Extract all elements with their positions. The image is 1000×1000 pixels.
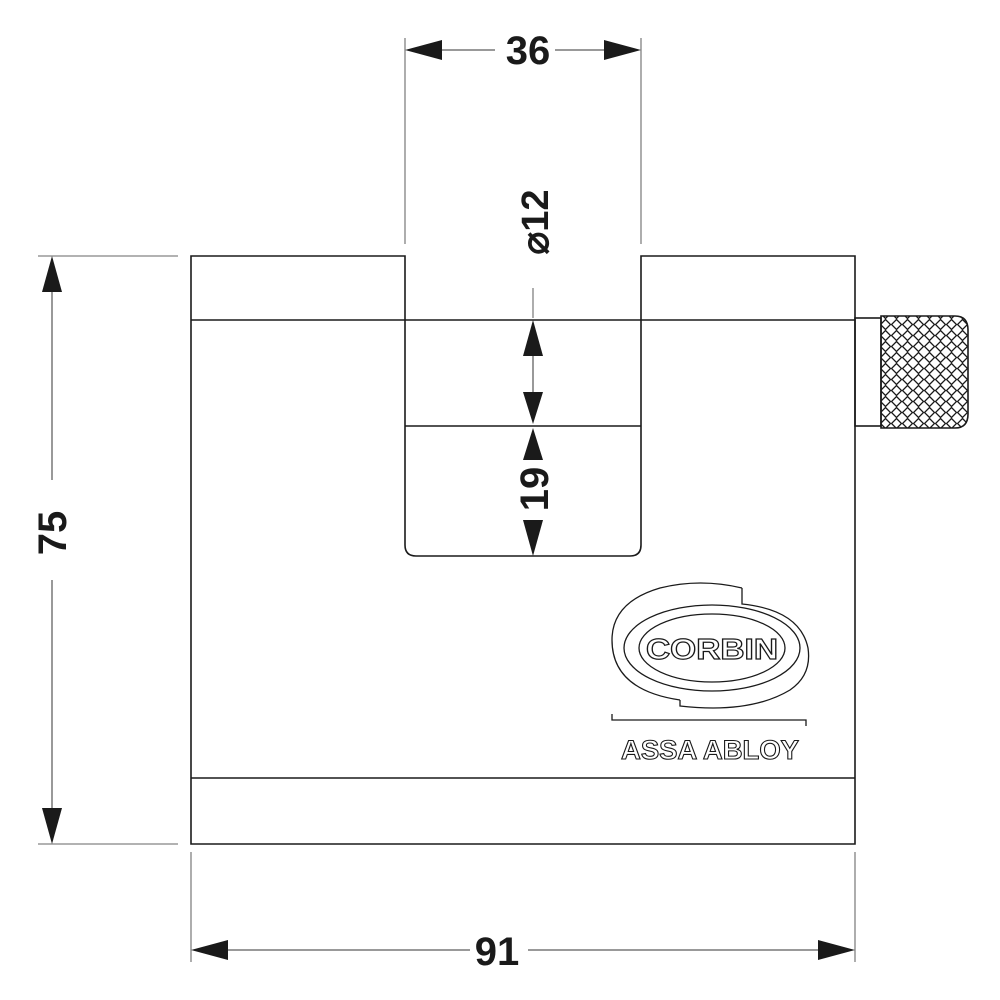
logo-inner-ellipse-1 [623, 604, 801, 692]
arrow-right [604, 40, 641, 60]
dimension-body-width [190, 852, 856, 962]
padlock-body [190, 255, 856, 845]
logo-underline [611, 714, 807, 726]
arrow-down-mid [523, 392, 543, 424]
dim-label-diameter: ⌀12 [515, 189, 557, 254]
knurled-cylinder [854, 315, 969, 429]
dim-label-75: 75 [31, 511, 75, 556]
dimension-shackle-gap [404, 38, 642, 244]
arrow-up-mid [523, 428, 543, 460]
dimension-body-height [38, 255, 178, 845]
cylinder-knob [880, 315, 969, 429]
arrow-right [818, 940, 855, 960]
arrow-left [191, 940, 228, 960]
dim-label-91: 91 [475, 930, 520, 974]
dim-label-19: 19 [513, 467, 557, 512]
logo-outer-swoosh-bottom [679, 588, 810, 709]
logo-text-corbin: CORBIN [646, 634, 778, 666]
arrow-up [42, 256, 62, 292]
dimension-shackle-clearance [523, 320, 543, 556]
arrow-down [42, 808, 62, 844]
logo-outer-swoosh-top [611, 582, 743, 701]
arrow-left [405, 40, 442, 60]
dim-label-36: 36 [506, 29, 551, 73]
logo-text-assa-abloy: ASSA ABLOY [621, 735, 799, 765]
corbin-logo [611, 582, 810, 726]
arrow-up-top [523, 320, 543, 356]
arrow-down-bottom [523, 520, 543, 556]
cylinder-neck [854, 317, 882, 427]
dimension-shackle-diameter: ⌀12 [515, 189, 557, 318]
body-outline [190, 255, 856, 845]
logo-inner-ellipse-2 [638, 613, 786, 683]
